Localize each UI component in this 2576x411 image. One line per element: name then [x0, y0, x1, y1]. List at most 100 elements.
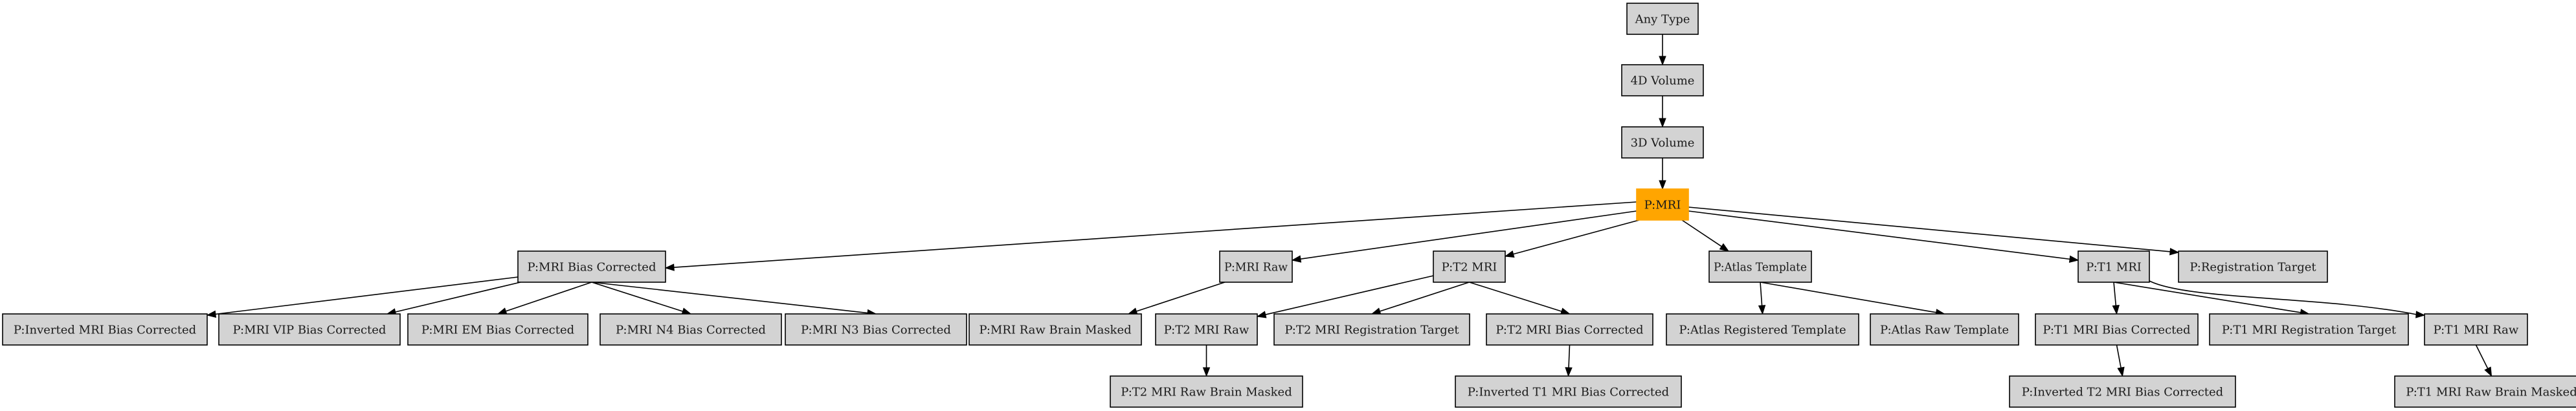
- edge-t1_mri-to-t1_raw: [2149, 280, 2426, 318]
- node-label: P:Atlas Registered Template: [1679, 324, 1846, 337]
- edge-mri_bias-to-mri_n4: [591, 282, 692, 315]
- node-t1-raw-bm[interactable]: P:T1 MRI Raw Brain Masked: [2394, 375, 2576, 408]
- edge-vol4d-to-vol3d: [1659, 96, 1666, 128]
- node-t2-raw[interactable]: P:T2 MRI Raw: [1155, 313, 1258, 346]
- node-label: P:MRI Bias Corrected: [528, 261, 656, 274]
- edge-line: [673, 201, 1637, 268]
- node-label: P:MRI N3 Bias Corrected: [801, 324, 951, 337]
- node-vol4d[interactable]: 4D Volume: [1621, 64, 1704, 96]
- node-inv-mri-bias[interactable]: P:Inverted MRI Bias Corrected: [2, 313, 208, 346]
- arrowhead-icon: [2169, 248, 2180, 256]
- node-label: P:MRI: [1644, 199, 1681, 212]
- node-box: [2009, 375, 2236, 408]
- node-box: [1219, 250, 1293, 283]
- edge-pmri-to-reg_target: [1688, 206, 2180, 256]
- arrowhead-icon: [1659, 56, 1666, 66]
- node-mri-raw[interactable]: P:MRI Raw: [1219, 250, 1293, 283]
- node-label: P:T1 MRI: [2086, 261, 2142, 274]
- node-mri-n4[interactable]: P:MRI N4 Bias Corrected: [599, 313, 782, 346]
- arrowhead-icon: [2484, 366, 2492, 377]
- node-mri-em[interactable]: P:MRI EM Bias Corrected: [407, 313, 588, 346]
- node-box: [1155, 313, 1258, 346]
- node-inv-t1-bias[interactable]: P:Inverted T1 MRI Bias Corrected: [1455, 375, 1682, 408]
- arrowhead-icon: [664, 263, 675, 271]
- node-inv-t2-bias[interactable]: P:Inverted T2 MRI Bias Corrected: [2009, 375, 2236, 408]
- node-box: [1636, 188, 1689, 221]
- edge-t2_raw-to-t2_raw_bm: [1202, 345, 1211, 377]
- node-box: [2035, 313, 2199, 346]
- node-box: [2424, 313, 2528, 346]
- edge-t1_mri-to-t1_bias: [2112, 282, 2120, 315]
- node-atlas-reg[interactable]: P:Atlas Registered Template: [1666, 313, 1859, 346]
- node-any-type[interactable]: Any Type: [1626, 3, 1699, 35]
- node-t1-bias[interactable]: P:T1 MRI Bias Corrected: [2035, 313, 2199, 346]
- node-box: [969, 313, 1142, 346]
- node-vol3d[interactable]: 3D Volume: [1621, 126, 1704, 159]
- node-box: [599, 313, 782, 346]
- edge-line: [1469, 282, 1563, 313]
- node-box: [1273, 313, 1470, 346]
- node-box: [1486, 313, 1653, 346]
- edge-mri_bias-to-inv_mri_bias: [206, 276, 519, 318]
- node-box: [407, 313, 588, 346]
- node-box: [1110, 375, 1303, 408]
- arrowhead-icon: [1504, 250, 1515, 258]
- node-label: P:T1 MRI Raw Brain Masked: [2406, 386, 2576, 399]
- node-label: P:MRI Raw: [1224, 261, 1288, 274]
- node-box: [2178, 250, 2328, 283]
- arrowhead-icon: [2068, 255, 2079, 263]
- node-box: [2, 313, 208, 346]
- arrowhead-icon: [2112, 305, 2120, 315]
- arrowhead-icon: [1758, 305, 1766, 315]
- edge-line: [2149, 280, 2417, 315]
- edge-line: [1760, 282, 1763, 307]
- node-label: 4D Volume: [1631, 74, 1695, 88]
- node-t2-reg[interactable]: P:T2 MRI Registration Target: [1273, 313, 1470, 346]
- node-t1-mri[interactable]: P:T1 MRI: [2078, 250, 2150, 283]
- node-t2-raw-bm[interactable]: P:T2 MRI Raw Brain Masked: [1110, 375, 1303, 408]
- edge-line: [1760, 282, 1937, 313]
- node-mri-n3[interactable]: P:MRI N3 Bias Corrected: [785, 313, 967, 346]
- edge-t1_raw-to-t1_raw_bm: [2475, 344, 2492, 377]
- node-pmri[interactable]: P:MRI: [1636, 188, 1689, 221]
- edge-line: [2475, 344, 2489, 370]
- node-t2-bias[interactable]: P:T2 MRI Bias Corrected: [1486, 313, 1653, 346]
- node-label: P:Atlas Raw Template: [1880, 324, 2009, 337]
- node-label: P:T1 MRI Raw: [2434, 324, 2519, 337]
- node-box: [1708, 250, 1812, 283]
- edge-t2_mri-to-t2_bias: [1469, 282, 1571, 315]
- node-reg-target[interactable]: P:Registration Target: [2178, 250, 2328, 283]
- edge-pmri-to-t1_mri: [1688, 210, 2079, 263]
- edge-t1_bias-to-inv_t2_bias: [2116, 344, 2125, 377]
- arrowhead-icon: [497, 307, 508, 315]
- node-label: P:MRI Raw Brain Masked: [979, 324, 1131, 337]
- arrowhead-icon: [1256, 311, 1267, 318]
- edge-line: [1299, 210, 1637, 260]
- node-label: P:T2 MRI Raw: [1164, 324, 1249, 337]
- edge-mri_raw-to-mri_raw_bm: [1127, 282, 1226, 315]
- edge-line: [214, 276, 519, 315]
- node-box: [1626, 3, 1699, 35]
- node-box: [218, 313, 401, 346]
- node-mri-raw-bm[interactable]: P:MRI Raw Brain Masked: [969, 313, 1142, 346]
- edge-line: [1688, 210, 2071, 260]
- edge-line: [1379, 282, 1470, 313]
- node-label: P:Inverted MRI Bias Corrected: [14, 324, 196, 337]
- node-atlas-raw[interactable]: P:Atlas Raw Template: [1870, 313, 2019, 346]
- arrowhead-icon: [1659, 180, 1666, 190]
- node-atlas-tpl[interactable]: P:Atlas Template: [1708, 250, 1812, 283]
- edge-mri_bias-to-mri_vip: [386, 282, 521, 316]
- node-t2-mri[interactable]: P:T2 MRI: [1433, 250, 1506, 283]
- node-t1-reg[interactable]: P:T1 MRI Registration Target: [2209, 313, 2409, 346]
- edge-line: [394, 282, 521, 313]
- edge-line: [2113, 282, 2302, 313]
- node-label: P:T1 MRI Registration Target: [2222, 324, 2397, 337]
- edges-layer: [206, 34, 2492, 377]
- node-mri-vip[interactable]: P:MRI VIP Bias Corrected: [218, 313, 401, 346]
- node-t1-raw[interactable]: P:T1 MRI Raw: [2424, 313, 2528, 346]
- node-mri-bias[interactable]: P:MRI Bias Corrected: [517, 250, 666, 283]
- edge-pmri-to-mri_bias: [664, 201, 1637, 271]
- node-label: P:Registration Target: [2190, 261, 2316, 274]
